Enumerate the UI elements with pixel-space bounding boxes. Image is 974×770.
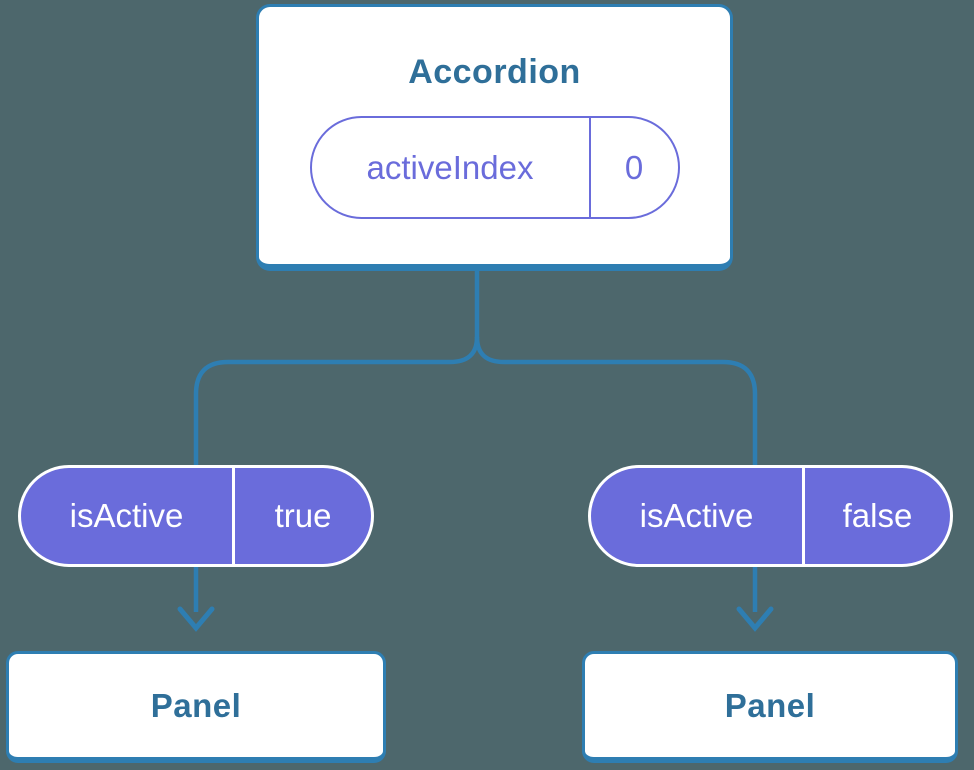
panel-title-left: Panel	[150, 686, 242, 724]
prop-pill-left: isActive true	[18, 465, 374, 567]
prop-pill-right: isActive false	[588, 465, 953, 567]
prop-pill-left-value: true	[274, 497, 332, 534]
state-pill: activeIndex 0	[309, 116, 680, 219]
panel-title-right: Panel	[724, 686, 816, 724]
prop-pill-right-name: isActive	[591, 468, 805, 564]
state-pill-value: 0	[624, 148, 644, 186]
arrow-down-icon	[736, 606, 774, 632]
branch-right-line	[474, 336, 758, 612]
prop-pill-right-value: false	[842, 497, 913, 534]
accordion-title: Accordion	[408, 53, 581, 91]
accordion-node-card: Accordion activeIndex 0	[256, 4, 733, 271]
arrow-down-icon	[177, 606, 215, 632]
state-pill-name: activeIndex	[312, 118, 591, 217]
branch-left-line	[193, 336, 480, 612]
prop-pill-left-name: isActive	[21, 468, 235, 564]
panel-node-card-right: Panel	[582, 651, 958, 763]
panel-node-card-left: Panel	[6, 651, 386, 763]
